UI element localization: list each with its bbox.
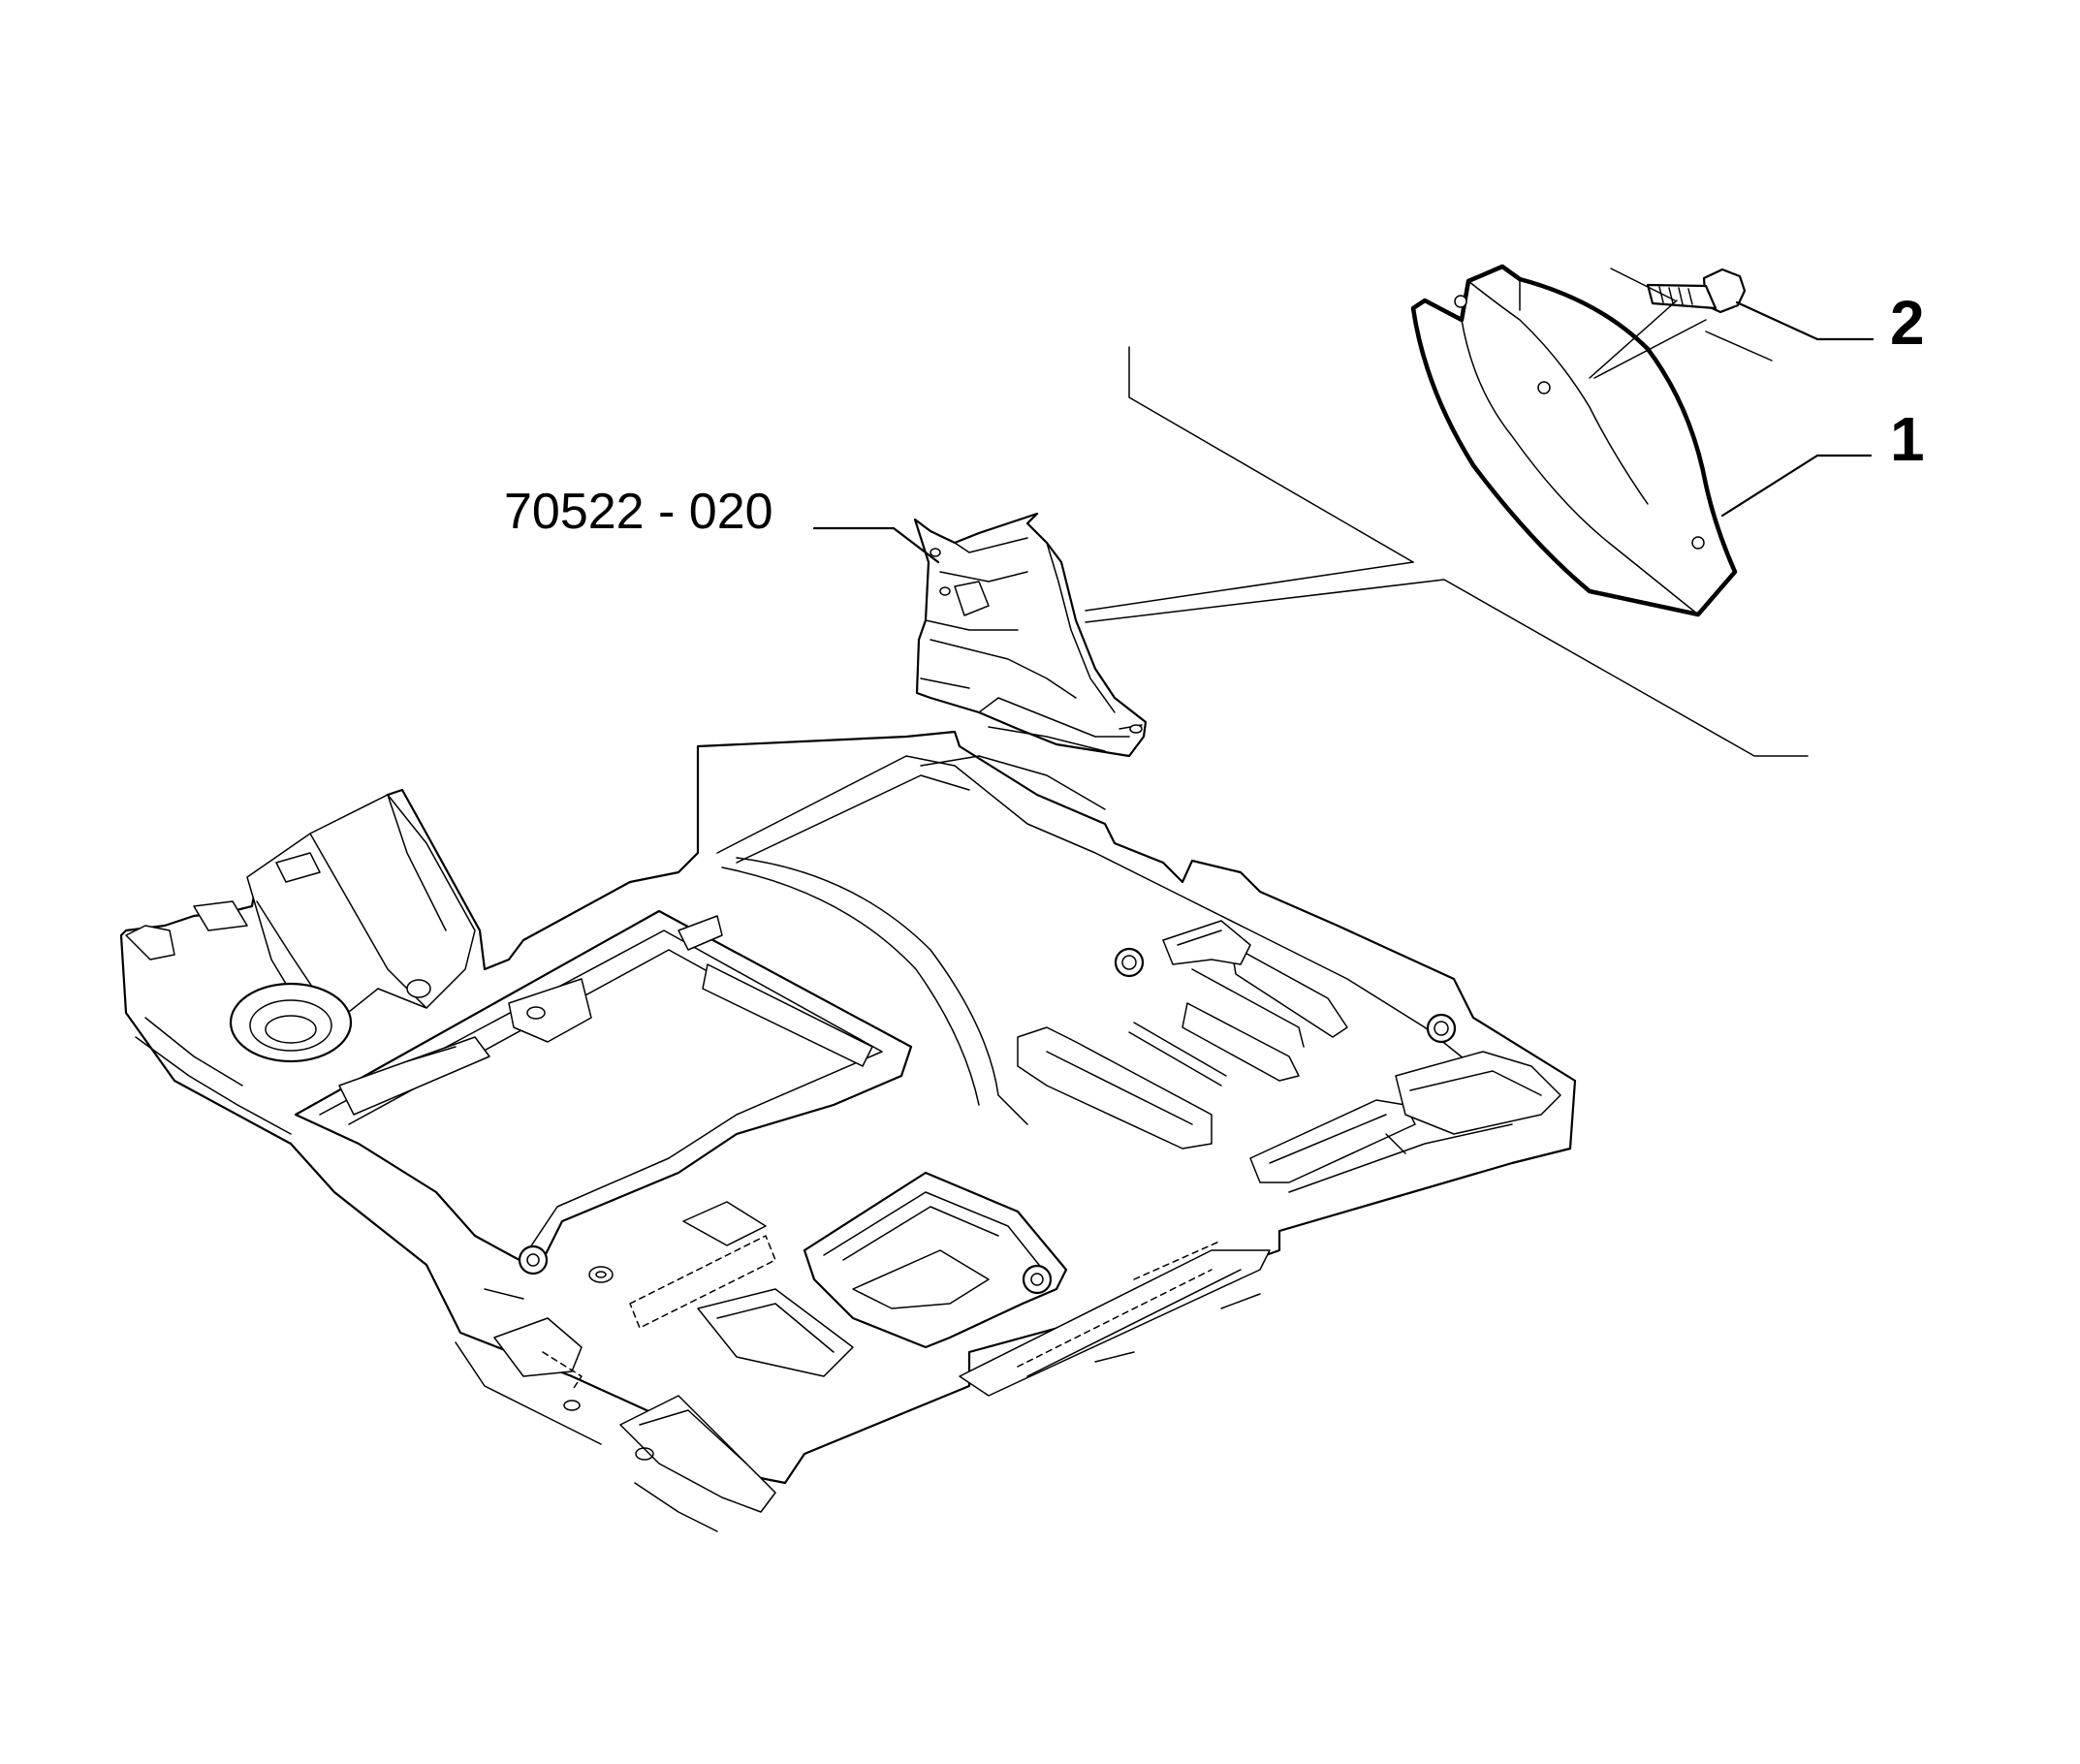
ref-code-label: 70522 - 020 bbox=[504, 484, 773, 540]
bolt-part-2 bbox=[1646, 268, 1747, 314]
callout-1: 1 bbox=[1890, 404, 1925, 474]
leader-lines bbox=[812, 268, 1875, 757]
cover-panel-part-1 bbox=[1410, 264, 1738, 617]
callout-2: 2 bbox=[1890, 288, 1925, 358]
trim-bracket-assembly bbox=[913, 512, 1148, 758]
floor-panel bbox=[119, 730, 1577, 1532]
